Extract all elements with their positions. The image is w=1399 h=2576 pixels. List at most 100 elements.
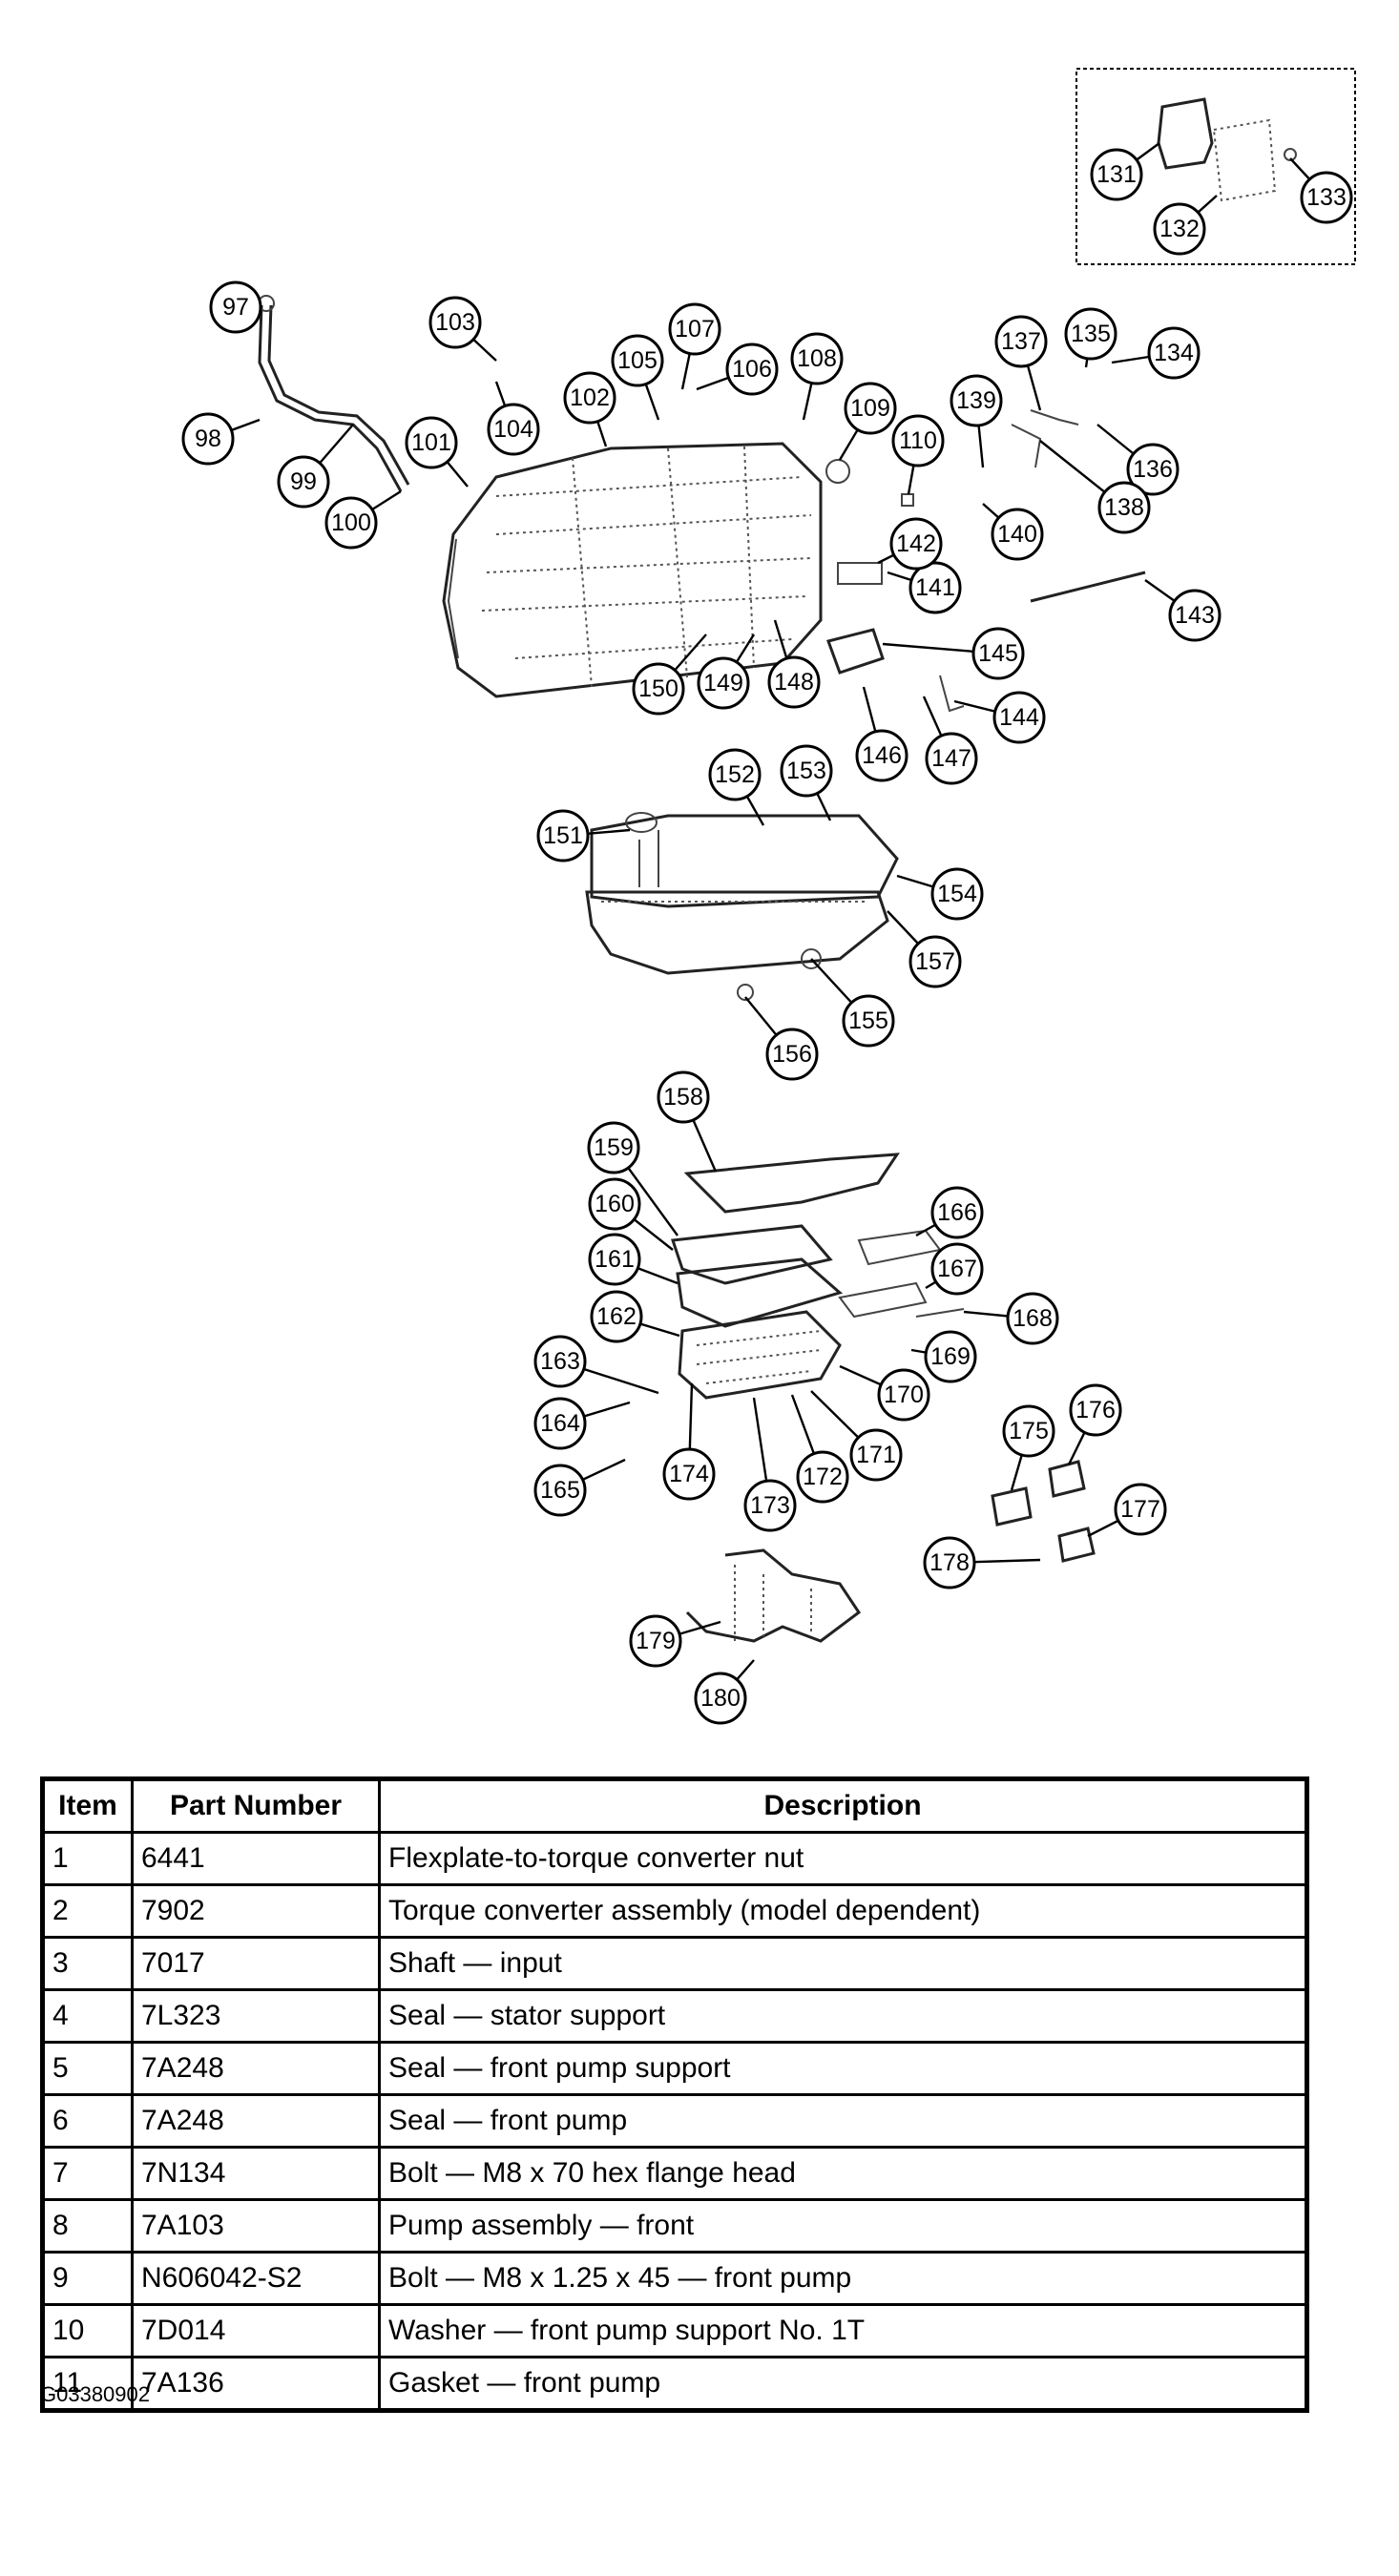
callout-circle: [181, 412, 235, 466]
callout-109: 109: [844, 382, 897, 435]
callout-150: 150: [632, 662, 685, 716]
filter-tube: [638, 830, 659, 887]
plate-142: [837, 562, 883, 585]
callout-label: 147: [931, 745, 971, 772]
callout-circle: [877, 1368, 930, 1422]
callout-label: 149: [703, 670, 743, 696]
callout-circle: [590, 1290, 643, 1343]
callout-circle: [533, 1335, 587, 1388]
callout-label: 178: [929, 1549, 970, 1576]
bellhousing-edge: [447, 538, 459, 659]
callout-circle: [923, 1536, 976, 1589]
callout-circle: [1114, 1483, 1167, 1536]
callout-label: 106: [732, 356, 772, 383]
callout-circle: [925, 732, 978, 785]
callout-circle: [842, 994, 895, 1048]
cell-part-number: 7A136: [131, 2356, 381, 2412]
cell-part-number: 7N134: [131, 2146, 381, 2201]
plate-166: [857, 1229, 942, 1266]
callout-100: 100: [324, 496, 378, 550]
magnet-155: [801, 948, 822, 969]
callout-174: 174: [662, 1447, 716, 1501]
callout-circle: [950, 374, 1003, 427]
callout-circle: [632, 662, 685, 716]
callout-circle: [908, 561, 962, 614]
callout-label: 148: [774, 669, 814, 696]
callout-circle: [908, 935, 962, 988]
cell-item: 3: [41, 1936, 134, 1991]
callout-label: 170: [884, 1381, 924, 1408]
callout-circle: [930, 867, 984, 921]
callout-circle: [697, 656, 750, 710]
callout-label: 150: [638, 675, 679, 702]
seal-109: [825, 459, 850, 484]
callout-label: 163: [540, 1348, 580, 1375]
callout-162: 162: [590, 1290, 643, 1343]
cell-item: 8: [41, 2198, 134, 2254]
callout-circle: [1006, 1292, 1059, 1345]
callout-165: 165: [533, 1464, 587, 1517]
wiring-harness-detail: [734, 1565, 812, 1641]
lever-144: [939, 675, 965, 713]
callout-circle: [930, 1186, 984, 1239]
cell-description: Gasket — front pump: [378, 2356, 1308, 2412]
callout-97: 97: [209, 280, 262, 334]
callout-label: 138: [1104, 494, 1144, 521]
callout-label: 151: [543, 822, 583, 849]
callout-circle: [991, 508, 1044, 561]
callout-label: 101: [411, 429, 451, 456]
callout-label: 173: [750, 1492, 790, 1519]
cell-description: Washer — front pump support No. 1T: [378, 2303, 1308, 2358]
callout-164: 164: [533, 1397, 587, 1450]
inset-gasket: [1157, 97, 1214, 170]
filter-cap: [625, 812, 658, 833]
callout-circle: [588, 1233, 641, 1286]
callout-137: 137: [994, 315, 1048, 368]
dipstick-tube-2: [267, 304, 410, 486]
callout-label: 107: [675, 316, 715, 343]
callout-146: 146: [855, 729, 908, 782]
inset-plug: [1284, 148, 1297, 161]
callout-151: 151: [536, 809, 590, 862]
callout-141: 141: [908, 561, 962, 614]
callout-label: 177: [1120, 1496, 1160, 1523]
callout-105: 105: [611, 334, 664, 387]
callout-circle: [694, 1672, 747, 1725]
cable-143: [1030, 571, 1146, 603]
callout-171: 171: [849, 1428, 903, 1482]
callout-155: 155: [842, 994, 895, 1048]
callout-circle: [930, 1242, 984, 1296]
bracket-145: [826, 628, 885, 675]
callout-circle: [1300, 171, 1353, 224]
callout-circle: [657, 1070, 710, 1124]
callout-circle: [324, 496, 378, 550]
callout-label: 143: [1175, 602, 1215, 629]
callout-circle: [924, 1330, 977, 1383]
callout-circle: [662, 1447, 716, 1501]
valve-body: [678, 1310, 842, 1400]
cell-item: 10: [41, 2303, 134, 2358]
inset-filter: [1212, 118, 1277, 202]
callout-98: 98: [181, 412, 235, 466]
transmission-case-detail: [481, 446, 812, 688]
callout-104: 104: [487, 403, 540, 456]
callout-circle: [487, 403, 540, 456]
inset-box: [1075, 68, 1356, 265]
plug-156: [737, 984, 754, 1001]
callout-circle: [611, 334, 664, 387]
callout-circle: [533, 1397, 587, 1450]
callout-label: 146: [862, 742, 902, 769]
callout-circle: [849, 1428, 903, 1482]
valve-plate-158: [683, 1153, 900, 1214]
dipstick-tube: [258, 304, 403, 492]
callout-label: 164: [540, 1410, 580, 1437]
callout-circle: [587, 1121, 640, 1174]
callout-circle: [428, 296, 482, 349]
callout-159: 159: [587, 1121, 640, 1174]
callout-106: 106: [725, 343, 779, 396]
callout-label: 155: [848, 1008, 888, 1034]
callout-label: 169: [930, 1343, 971, 1370]
